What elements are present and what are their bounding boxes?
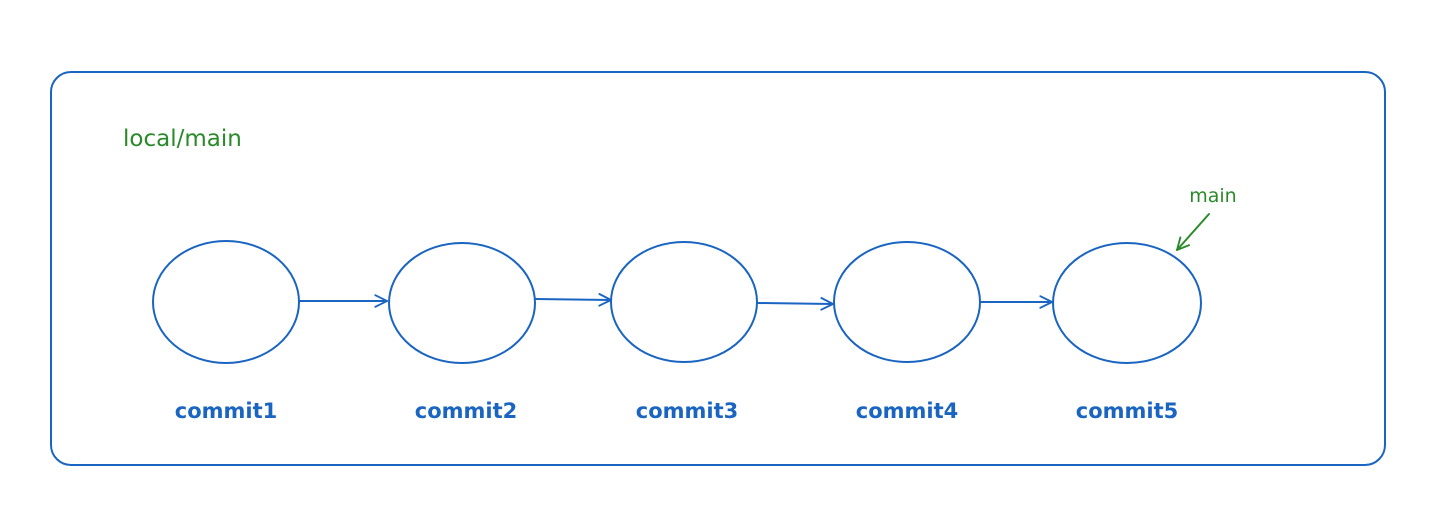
commit-node-1-label: commit1 [175, 399, 278, 423]
branch-container-label: local/main [123, 126, 242, 152]
branch-pointer: main [1176, 185, 1237, 251]
commit-node-1: commit1 [152, 240, 300, 423]
commit-node-2-label: commit2 [415, 399, 518, 423]
commit-node-2-circle [388, 242, 536, 364]
commit-node-5-label: commit5 [1076, 399, 1179, 423]
commit-node-4-label: commit4 [856, 399, 959, 423]
branch-container-border [50, 71, 1386, 466]
commit-node-2: commit2 [388, 242, 536, 423]
commit-node-5: commit5 [1052, 242, 1202, 423]
commit-node-1-circle [152, 240, 300, 364]
commit-node-3-label: commit3 [636, 399, 739, 423]
commit-node-4: commit4 [833, 241, 981, 423]
branch-container: local/main [50, 71, 1386, 466]
commit-arrow-3-to-4 [757, 297, 834, 311]
branch-pointer-label: main [1189, 185, 1236, 207]
commit-node-4-circle [833, 241, 981, 363]
commit-node-5-circle [1052, 242, 1202, 364]
branch-pointer-arrow [1176, 213, 1210, 251]
commit-arrow-2-to-3 [534, 293, 612, 307]
commit-node-3: commit3 [610, 241, 758, 423]
commit-node-3-circle [610, 241, 758, 363]
